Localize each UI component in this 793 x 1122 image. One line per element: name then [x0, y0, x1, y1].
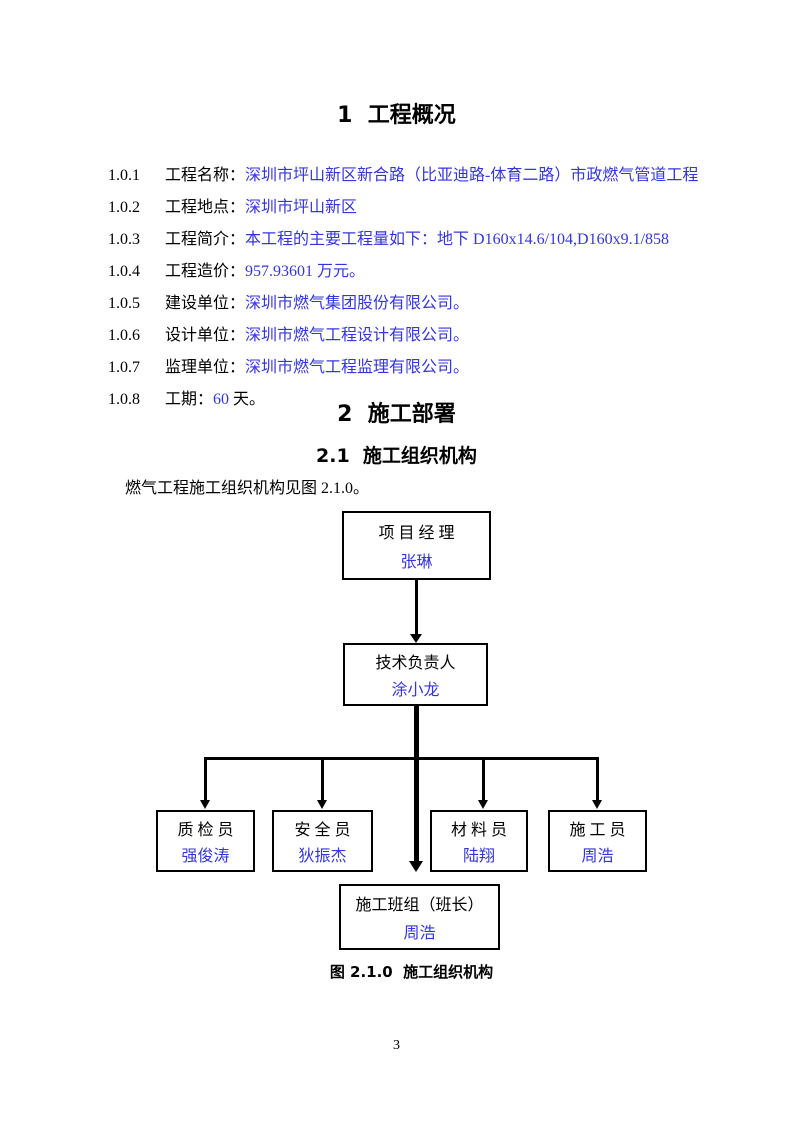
- list-item-project-cost: 1.0.4 工程造价：957.93601 万元。: [92, 239, 365, 299]
- item-value: 本工程的主要工程量如下：地下 D160x14.6/104,D160x9.1/85…: [245, 231, 670, 248]
- org-box-safety-officer: 安 全 员 狄振杰: [272, 810, 373, 872]
- arrowhead-down: [478, 800, 488, 809]
- section-heading-2-1: 2.1 施工组织机构: [316, 445, 477, 467]
- connector-line-pm-to-tech: [415, 580, 418, 634]
- item-label: 工期：: [165, 391, 214, 408]
- item-label: 工程简介：: [165, 231, 246, 248]
- item-number: 1.0.4: [108, 263, 140, 280]
- item-label: 建设单位：: [165, 295, 246, 312]
- item-label: 工程名称：: [165, 167, 246, 184]
- item-number: 1.0.5: [108, 295, 140, 312]
- org-box-name: 周浩: [403, 924, 436, 942]
- item-number: 1.0.3: [108, 231, 140, 248]
- org-box-technical-director: 技术负责人 涂小龙: [343, 643, 488, 706]
- item-label: 设计单位：: [165, 327, 246, 344]
- item-number: 1.0.1: [108, 167, 140, 184]
- item-value: 60: [213, 391, 230, 408]
- org-box-project-manager: 项 目 经 理 张琳: [342, 511, 491, 580]
- org-box-title: 施 工 员: [569, 822, 626, 839]
- org-box-title: 项 目 经 理: [378, 525, 455, 543]
- arrowhead-down: [200, 800, 210, 809]
- figure-caption: 图 2.1.0 施工组织机构: [329, 963, 494, 981]
- item-value: 深圳市燃气工程监理有限公司。: [245, 359, 470, 376]
- item-label: 工程造价：: [165, 263, 246, 280]
- item-value: 深圳市坪山新区: [245, 199, 358, 216]
- section-heading-1: 1 工程概况: [337, 103, 456, 128]
- arrowhead-down: [410, 634, 422, 643]
- org-box-title: 安 全 员: [294, 822, 351, 839]
- item-value: 深圳市坪山新区新合路（比亚迪路-体育二路）市政燃气管道工程: [245, 167, 699, 184]
- item-value: 深圳市燃气集团股份有限公司。: [245, 295, 470, 312]
- arrowhead-down: [592, 800, 602, 809]
- item-number: 1.0.8: [108, 391, 140, 408]
- item-value: 深圳市燃气工程设计有限公司。: [245, 327, 470, 344]
- connector-line-to-safety: [321, 757, 324, 801]
- org-box-name: 涂小龙: [391, 681, 440, 699]
- item-value: 957.93601 万元。: [245, 263, 366, 280]
- org-box-title: 施工班组（班长）: [355, 897, 484, 915]
- list-item-design-unit: 1.0.6 设计单位：深圳市燃气工程设计有限公司。: [92, 303, 469, 363]
- org-box-quality-inspector: 质 检 员 强俊涛: [156, 810, 255, 872]
- list-item-project-location: 1.0.2 工程地点：深圳市坪山新区: [92, 175, 357, 235]
- org-box-title: 技术负责人: [375, 655, 456, 673]
- org-box-name: 狄振杰: [298, 848, 347, 865]
- org-box-title: 材 料 员: [450, 822, 507, 839]
- list-item-owner-unit: 1.0.5 建设单位：深圳市燃气集团股份有限公司。: [92, 271, 469, 331]
- org-box-construction-officer: 施 工 员 周浩: [548, 810, 647, 872]
- connector-line-horizontal: [204, 757, 599, 760]
- list-item-project-brief: 1.0.3 工程简介：本工程的主要工程量如下：地下 D160x14.6/104,D…: [92, 207, 669, 267]
- list-item-project-name: 1.0.1 工程名称：深圳市坪山新区新合路（比亚迪路-体育二路）市政燃气管道工程: [92, 143, 698, 203]
- item-number: 1.0.7: [108, 359, 140, 376]
- org-box-material-officer: 材 料 员 陆翔: [430, 810, 528, 872]
- item-label: 工程地点：: [165, 199, 246, 216]
- intro-paragraph: 燃气工程施工组织机构见图 2.1.0。: [125, 480, 370, 497]
- org-box-name: 强俊涛: [181, 848, 230, 865]
- item-label: 监理单位：: [165, 359, 246, 376]
- arrowhead-down: [317, 800, 327, 809]
- org-box-name: 张琳: [400, 553, 433, 571]
- list-item-supervision-unit: 1.0.7 监理单位：深圳市燃气工程监理有限公司。: [92, 335, 469, 395]
- item-suffix: 天。: [229, 391, 266, 408]
- org-box-title: 质 检 员: [177, 822, 234, 839]
- arrowhead-down: [409, 861, 423, 872]
- org-box-name: 周浩: [581, 848, 614, 865]
- connector-line-to-builder: [596, 757, 599, 801]
- org-box-construction-team: 施工班组（班长） 周浩: [339, 884, 500, 950]
- section-heading-2: 2 施工部署: [337, 402, 456, 427]
- org-box-name: 陆翔: [462, 848, 495, 865]
- connector-line-to-material: [482, 757, 485, 801]
- item-number: 1.0.6: [108, 327, 140, 344]
- list-item-duration: 1.0.8 工期：60 天。: [92, 367, 265, 427]
- item-number: 1.0.2: [108, 199, 140, 216]
- connector-line-to-qc: [204, 757, 207, 801]
- connector-line-tech-to-team: [414, 706, 419, 862]
- page-number: 3: [393, 1038, 400, 1053]
